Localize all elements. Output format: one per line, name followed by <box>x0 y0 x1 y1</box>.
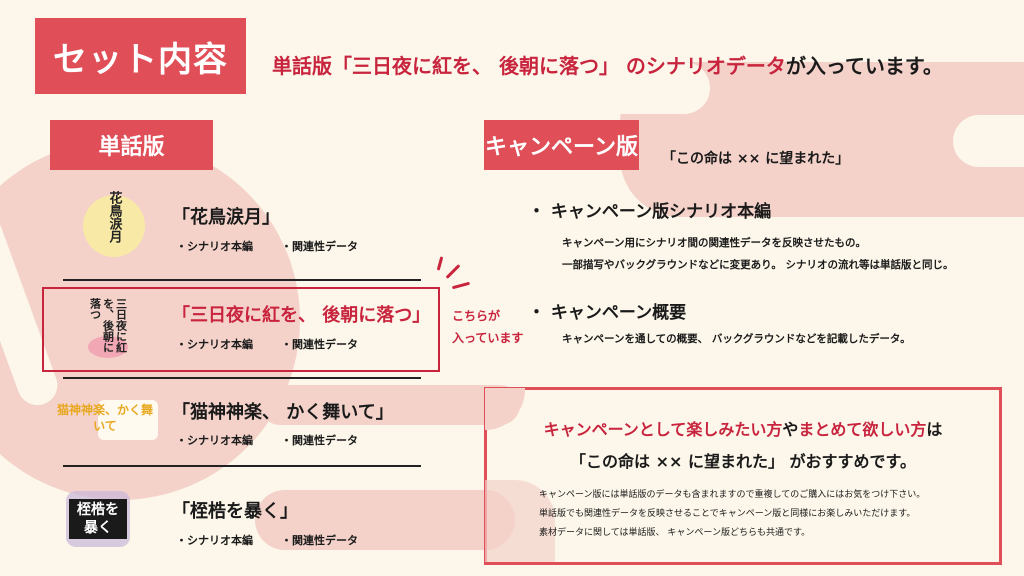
recommendation-box: キャンペーンとして楽しみたい方やまとめて欲しい方は 「この命は ×× に望まれた… <box>484 387 1002 565</box>
single-edition-label: 単話版 <box>50 120 213 170</box>
campaign-title: 「この命は ×× に望まれた」 <box>662 151 850 167</box>
scenario-title-1: 「花鳥涙月」 <box>172 207 280 228</box>
divider <box>63 377 421 379</box>
emphasis-mark <box>436 256 444 271</box>
item-relation-data: ・関連性データ <box>281 338 358 351</box>
cover-shikkoku: 桎梏を暴く <box>62 487 134 551</box>
recommend-notes: キャンペーン版には単話版のデータも含まれますので重複してのご購入にはお気をつけ下… <box>539 490 926 538</box>
cover-mikayo: 三日夜に紅を、後朝に落つ <box>76 296 140 364</box>
campaign-overview-heading: ・ キャンペーン概要 <box>528 303 687 323</box>
cover-nekogami: 猫神神楽、かく舞いて <box>52 392 158 444</box>
cover-kachou-ruigetsu: 花鳥涙月 <box>83 190 145 262</box>
bg-circle-left <box>0 140 300 500</box>
cover-text: 花鳥涙月 <box>106 191 122 243</box>
bg-cloud-cut-2 <box>953 115 1024 167</box>
emphasis-mark <box>445 264 461 279</box>
scenario-items-4: ・シナリオ本編 ・関連性データ <box>176 532 386 548</box>
headline-red: 単話版「三日夜に紅を、 後朝に落つ」 のシナリオデータ <box>272 54 786 78</box>
item-scenario-main: ・シナリオ本編 <box>176 434 253 447</box>
cover-text: 桎梏を暴く <box>69 499 127 539</box>
headline-black: が入っています。 <box>785 54 943 78</box>
here-note: こちらが 入っています <box>452 309 524 345</box>
item-relation-data: ・関連性データ <box>281 534 358 547</box>
campaign-scenario-heading: ・ キャンペーン版シナリオ本編 <box>528 202 772 222</box>
bg-cloud-lower <box>260 385 520 425</box>
item-scenario-main: ・シナリオ本編 <box>176 534 253 547</box>
scenario-title-4: 「桎梏を暴く」 <box>172 501 298 522</box>
campaign-scenario-desc: キャンペーン用にシナリオ間の関連性データを反映させたもの。 一部描写やバックグラ… <box>562 237 954 271</box>
item-relation-data: ・関連性データ <box>281 434 358 447</box>
item-scenario-main: ・シナリオ本編 <box>176 338 253 351</box>
recommend-line-2: 「この命は ×× に望まれた」 がおすすめです。 <box>570 452 916 471</box>
headline: 単話版「三日夜に紅を、 後朝に落つ」 のシナリオデータが入っています。 <box>272 50 943 79</box>
divider <box>63 465 421 467</box>
bg-cloud-lower-2 <box>255 490 515 550</box>
cover-text: 三日夜に紅を、後朝に落つ <box>88 298 128 353</box>
divider <box>63 279 421 281</box>
item-scenario-main: ・シナリオ本編 <box>176 240 253 253</box>
recommend-line-1: キャンペーンとして楽しみたい方やまとめて欲しい方は <box>543 420 943 439</box>
scenario-items-1: ・シナリオ本編 ・関連性データ <box>176 238 386 254</box>
cover-text: 猫神神楽、かく舞いて <box>56 403 153 433</box>
campaign-overview-desc: キャンペーンを通しての概要、 バックグラウンドなどを記載したデータ。 <box>562 333 911 345</box>
scenario-items-2: ・シナリオ本編 ・関連性データ <box>176 336 386 352</box>
bg-cloud-cut-1 <box>480 62 710 114</box>
page-title: セット内容 <box>35 18 246 94</box>
scenario-title-3: 「猫神神楽、 かく舞いて」 <box>172 402 394 423</box>
campaign-edition-label: キャンペーン版 <box>484 120 639 170</box>
scenario-items-3: ・シナリオ本編 ・関連性データ <box>176 432 386 448</box>
item-relation-data: ・関連性データ <box>281 240 358 253</box>
scenario-title-2: 「三日夜に紅を、 後朝に落つ」 <box>172 305 431 326</box>
bg-cloud-box <box>485 480 555 562</box>
emphasis-mark <box>451 281 471 290</box>
highlighted-scenario-box <box>42 287 440 372</box>
